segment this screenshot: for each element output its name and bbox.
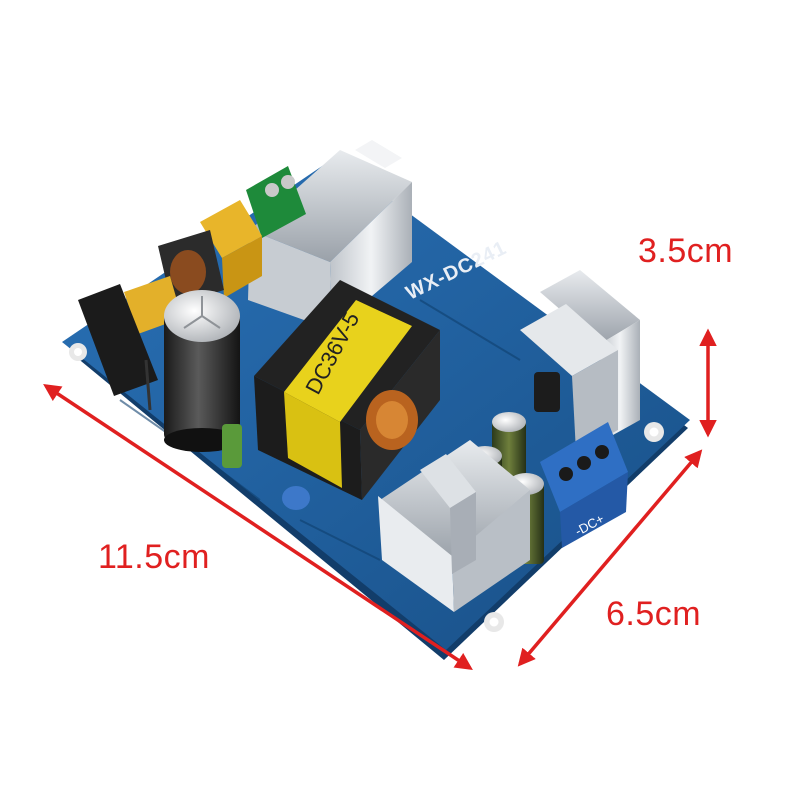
- mounting-hole: [644, 422, 664, 442]
- common-mode-choke: [158, 230, 224, 306]
- mounting-hole: [69, 343, 87, 361]
- filter-capacitor-yellow: [200, 200, 262, 298]
- ceramic-capacitor: [282, 486, 310, 510]
- black-capacitor: [534, 372, 560, 412]
- input-terminal-block: [246, 166, 306, 238]
- heatsink-right: [520, 270, 640, 452]
- length-dimension-label: 11.5cm: [98, 538, 210, 576]
- length-arrow: [43, 384, 473, 670]
- height-dimension-label: 3.5cm: [638, 232, 734, 270]
- green-capacitor: [222, 424, 242, 468]
- mounting-hole: [484, 612, 504, 632]
- width-dimension-label: 6.5cm: [606, 595, 702, 633]
- width-arrow: [517, 449, 703, 667]
